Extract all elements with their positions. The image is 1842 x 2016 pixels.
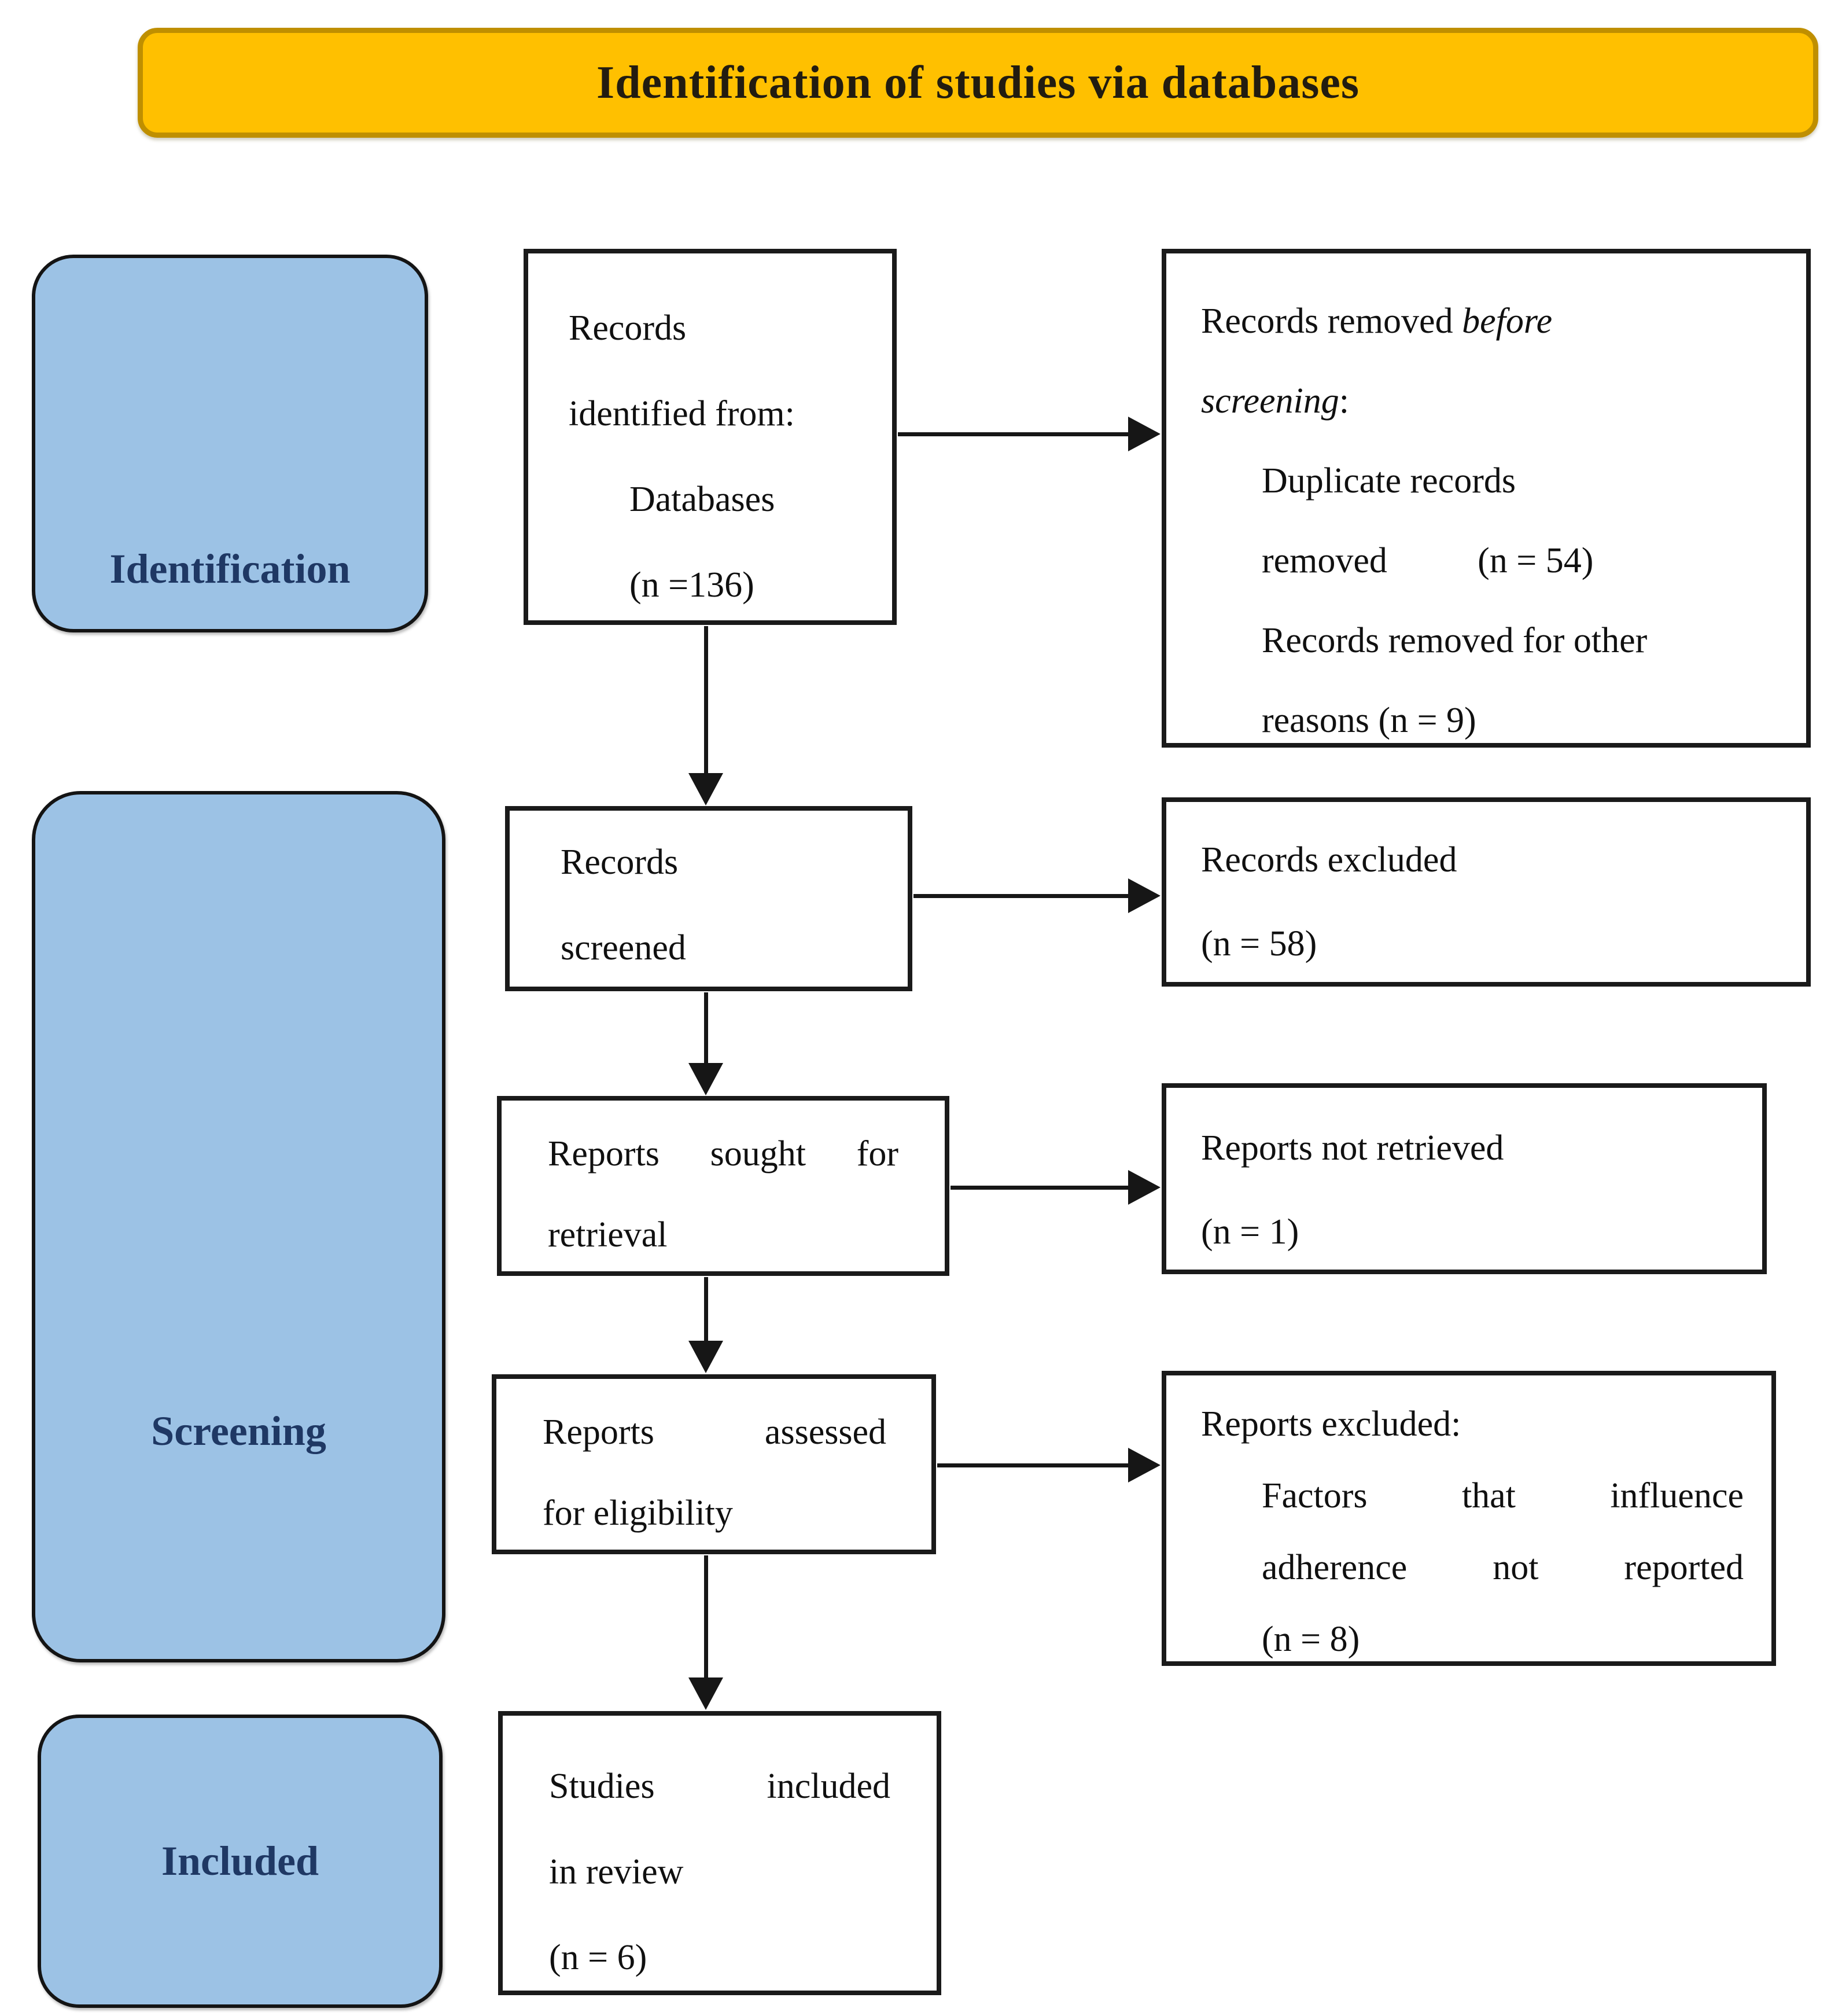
arrow-down-assessed-to-included [688, 1555, 723, 1710]
box-records-excluded: Records excluded (n = 58) [1162, 797, 1811, 987]
title-banner-label: Identification of studies via databases [596, 57, 1360, 108]
arrow-shaft [951, 1186, 1130, 1190]
arrow-right-assessed-to-reports-excluded [937, 1448, 1161, 1482]
stage-identification: Identification [32, 255, 428, 632]
box-reports-not-retrieved: Reports not retrieved (n = 1) [1162, 1083, 1767, 1274]
box-studies-included: Studies included in review (n = 6) [498, 1711, 941, 1995]
records-removed-screening-italic: screening [1201, 381, 1339, 421]
records-identified-count: (n =136) [629, 565, 754, 605]
box-records-removed: Records removed before screening: Duplic… [1162, 249, 1811, 748]
stage-screening: Screening [32, 791, 445, 1662]
reports-excluded-reason-2: adherence not reported [1262, 1548, 1744, 1587]
other-reasons-count: reasons (n = 9) [1262, 701, 1476, 740]
records-identified-line-2: identified from: [569, 394, 795, 433]
reports-not-retrieved-line-1: Reports not retrieved [1201, 1128, 1504, 1168]
stage-included-label: Included [161, 1838, 319, 1884]
arrow-down-sought-to-assessed [688, 1277, 723, 1373]
arrow-right-sought-to-not-retrieved [951, 1170, 1161, 1205]
records-screened-line-2: screened [561, 928, 686, 967]
duplicate-records-line: Duplicate records [1262, 461, 1516, 501]
arrow-shaft [704, 626, 708, 775]
arrow-head-icon [688, 1677, 723, 1710]
arrow-down-identified-to-screened [688, 626, 723, 805]
studies-included-line-1: Studies included [549, 1767, 890, 1806]
arrow-right-identified-to-removed [898, 417, 1161, 451]
duplicate-removed-count: (n = 54) [1478, 541, 1594, 580]
arrow-right-screened-to-excluded [913, 878, 1161, 913]
records-removed-intro-text: Records removed [1201, 301, 1462, 341]
other-reasons-line: Records removed for other [1262, 621, 1648, 660]
arrow-head-icon [688, 773, 723, 805]
title-banner: Identification of studies via databases [138, 28, 1818, 138]
arrow-shaft [898, 432, 1130, 436]
arrow-shaft [704, 1277, 708, 1343]
records-identified-line-3: Databases [629, 480, 775, 519]
reports-assessed-line-2: for eligibility [543, 1493, 733, 1533]
studies-included-count: (n = 6) [549, 1938, 647, 1977]
records-excluded-line-1: Records excluded [1201, 840, 1457, 880]
records-removed-intro-2: screening: [1201, 361, 1783, 441]
arrow-head-icon [1128, 1170, 1161, 1205]
arrow-shaft [704, 1555, 708, 1680]
reports-assessed-line-1: Reports assessed [543, 1412, 886, 1452]
records-removed-colon: : [1339, 381, 1349, 421]
records-excluded-count: (n = 58) [1201, 924, 1317, 963]
reports-excluded-heading: Reports excluded: [1201, 1404, 1461, 1444]
reports-excluded-reason-1: Factors that influence [1262, 1476, 1744, 1515]
arrow-shaft [913, 894, 1130, 898]
stage-identification-label: Identification [109, 546, 351, 592]
box-records-screened: Records screened [505, 806, 912, 991]
arrow-head-icon [1128, 417, 1161, 451]
records-screened-line-1: Records [561, 843, 679, 882]
box-reports-assessed: Reports assessed for eligibility [492, 1374, 936, 1554]
arrow-down-screened-to-sought [688, 992, 723, 1095]
reports-sought-line-1: Reports sought for [548, 1134, 898, 1173]
arrow-head-icon [1128, 1448, 1161, 1482]
box-records-identified: Records identified from: Databases (n =1… [524, 249, 897, 625]
reports-not-retrieved-count: (n = 1) [1201, 1212, 1299, 1252]
records-removed-intro-1: Records removed before [1201, 281, 1783, 361]
arrow-head-icon [1128, 878, 1161, 913]
records-removed-intro-italic: before [1462, 301, 1553, 341]
reports-excluded-count: (n = 8) [1262, 1620, 1360, 1659]
arrow-shaft [937, 1463, 1130, 1467]
box-reports-sought: Reports sought for retrieval [497, 1096, 949, 1276]
arrow-head-icon [688, 1063, 723, 1095]
reports-sought-line-2: retrieval [548, 1215, 668, 1255]
studies-included-line-2: in review [549, 1852, 684, 1892]
records-identified-line-1: Records [569, 308, 687, 348]
box-reports-excluded: Reports excluded: Factors that influence… [1162, 1371, 1776, 1666]
stage-included: Included [38, 1715, 443, 2008]
arrow-head-icon [688, 1341, 723, 1373]
arrow-shaft [704, 992, 708, 1065]
stage-screening-label: Screening [151, 1408, 326, 1454]
duplicate-records-count-line: removed (n = 54) [1262, 521, 1593, 601]
duplicate-removed-word: removed [1262, 541, 1387, 580]
